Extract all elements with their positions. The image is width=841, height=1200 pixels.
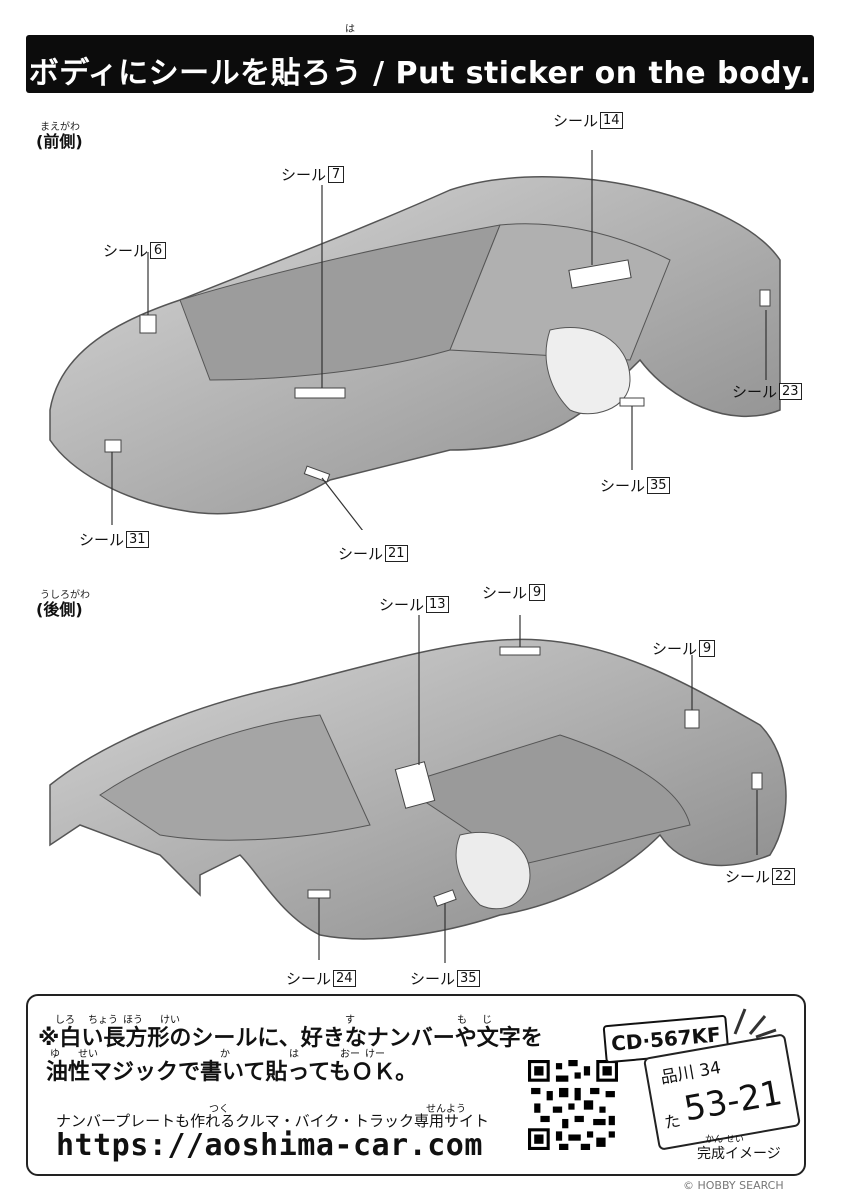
site-url-link[interactable]: https://aoshima-car.com bbox=[56, 1128, 483, 1163]
watermark: © HOBBY SEARCH bbox=[683, 1179, 784, 1192]
sticker-35-front bbox=[619, 397, 645, 407]
title-bar: ボディにシールを貼ろう / Put sticker on the body. bbox=[26, 35, 814, 93]
callout-number: 7 bbox=[328, 166, 345, 183]
site-description: ナンバープレートも作れるクルマ・バイク・トラック専用サイト bbox=[56, 1112, 490, 1130]
callout-label: シール bbox=[379, 596, 425, 614]
sticker-7 bbox=[294, 387, 346, 399]
note-ruby-1g: じ bbox=[482, 1015, 492, 1026]
callout-number: 13 bbox=[426, 596, 449, 613]
site-ruby-a: つく bbox=[209, 1104, 229, 1115]
note-ruby-2f: けー bbox=[365, 1049, 385, 1060]
note-ruby-1f: も bbox=[457, 1015, 467, 1026]
callout-number: 35 bbox=[647, 477, 670, 494]
sticker-9-side bbox=[684, 709, 700, 729]
sticker-22 bbox=[751, 772, 763, 790]
sticker-24 bbox=[307, 889, 331, 899]
sticker-6 bbox=[139, 314, 157, 334]
callout-label: シール bbox=[600, 477, 646, 495]
note-ruby-1a: しろ bbox=[55, 1015, 75, 1026]
plate-hiragana-text: た bbox=[662, 1110, 682, 1133]
caption-ruby: かん せい bbox=[705, 1135, 744, 1145]
note-ruby-2b: せい bbox=[78, 1049, 98, 1060]
front-side-label: (前側) bbox=[36, 132, 83, 151]
callout-number: 35 bbox=[457, 970, 480, 987]
site-ruby-c: よう bbox=[446, 1104, 466, 1115]
callout-label: シール bbox=[652, 640, 698, 658]
note-line-2: 油性マジックで書いて貼ってもＯＫ。 bbox=[46, 1060, 418, 1085]
note-ruby-2c: か bbox=[220, 1049, 230, 1060]
sticker-23 bbox=[759, 289, 771, 307]
site-ruby-b: せん bbox=[426, 1104, 446, 1115]
callout-label: シール bbox=[286, 970, 332, 988]
qr-code-icon[interactable] bbox=[528, 1060, 618, 1150]
callout-number: 22 bbox=[772, 868, 795, 885]
front-car-illustration bbox=[49, 150, 781, 530]
callout-label: シール bbox=[732, 383, 778, 401]
sticker-14 bbox=[568, 259, 632, 289]
note-box bbox=[26, 994, 806, 1176]
note-ruby-1d: けい bbox=[160, 1015, 180, 1026]
note-ruby-1c: ほう bbox=[123, 1015, 143, 1026]
callout-label: シール bbox=[281, 166, 327, 184]
callout-number: 9 bbox=[699, 640, 716, 657]
callout-label: シール bbox=[725, 868, 771, 886]
rear-side-label: (後側) bbox=[36, 600, 83, 619]
rear-ruby: うしろがわ bbox=[40, 590, 90, 601]
header-ruby: は bbox=[345, 24, 355, 35]
sticker-31 bbox=[104, 439, 122, 453]
note-ruby-1b: ちょう bbox=[88, 1015, 118, 1026]
callout-number: 31 bbox=[126, 531, 149, 548]
note-ruby-2a: ゆ bbox=[50, 1049, 60, 1060]
callout-number: 14 bbox=[600, 112, 623, 129]
caption-complete-image: 完成イメージ bbox=[697, 1146, 781, 1162]
callout-number: 6 bbox=[150, 242, 167, 259]
callout-label: シール bbox=[103, 242, 149, 260]
sticker-13 bbox=[394, 761, 436, 809]
callout-label: シール bbox=[410, 970, 456, 988]
note-ruby-2e: おー bbox=[340, 1049, 360, 1060]
sticker-21 bbox=[303, 465, 331, 483]
callout-label: シール bbox=[79, 531, 125, 549]
sticker-9-top bbox=[499, 646, 541, 656]
plate-region-text: 品川 34 bbox=[658, 1057, 723, 1089]
callout-label: シール bbox=[553, 112, 599, 130]
callout-label: シール bbox=[482, 584, 528, 602]
sparkle-icon bbox=[733, 1008, 777, 1039]
callout-number: 21 bbox=[385, 545, 408, 562]
page-title: ボディにシールを貼ろう / Put sticker on the body. bbox=[28, 56, 812, 91]
sticker-35-rear bbox=[433, 889, 457, 907]
callout-number: 9 bbox=[529, 584, 546, 601]
note-ruby-2d: は bbox=[289, 1049, 299, 1060]
front-ruby: まえがわ bbox=[40, 122, 80, 133]
note-line-1: ※白い長方形のシールに、好きなナンバーや文字を bbox=[38, 1026, 543, 1051]
rear-car-illustration bbox=[49, 615, 787, 963]
callout-number: 24 bbox=[333, 970, 356, 987]
callout-number: 23 bbox=[779, 383, 802, 400]
note-ruby-1e: す bbox=[345, 1015, 355, 1026]
callout-label: シール bbox=[338, 545, 384, 563]
